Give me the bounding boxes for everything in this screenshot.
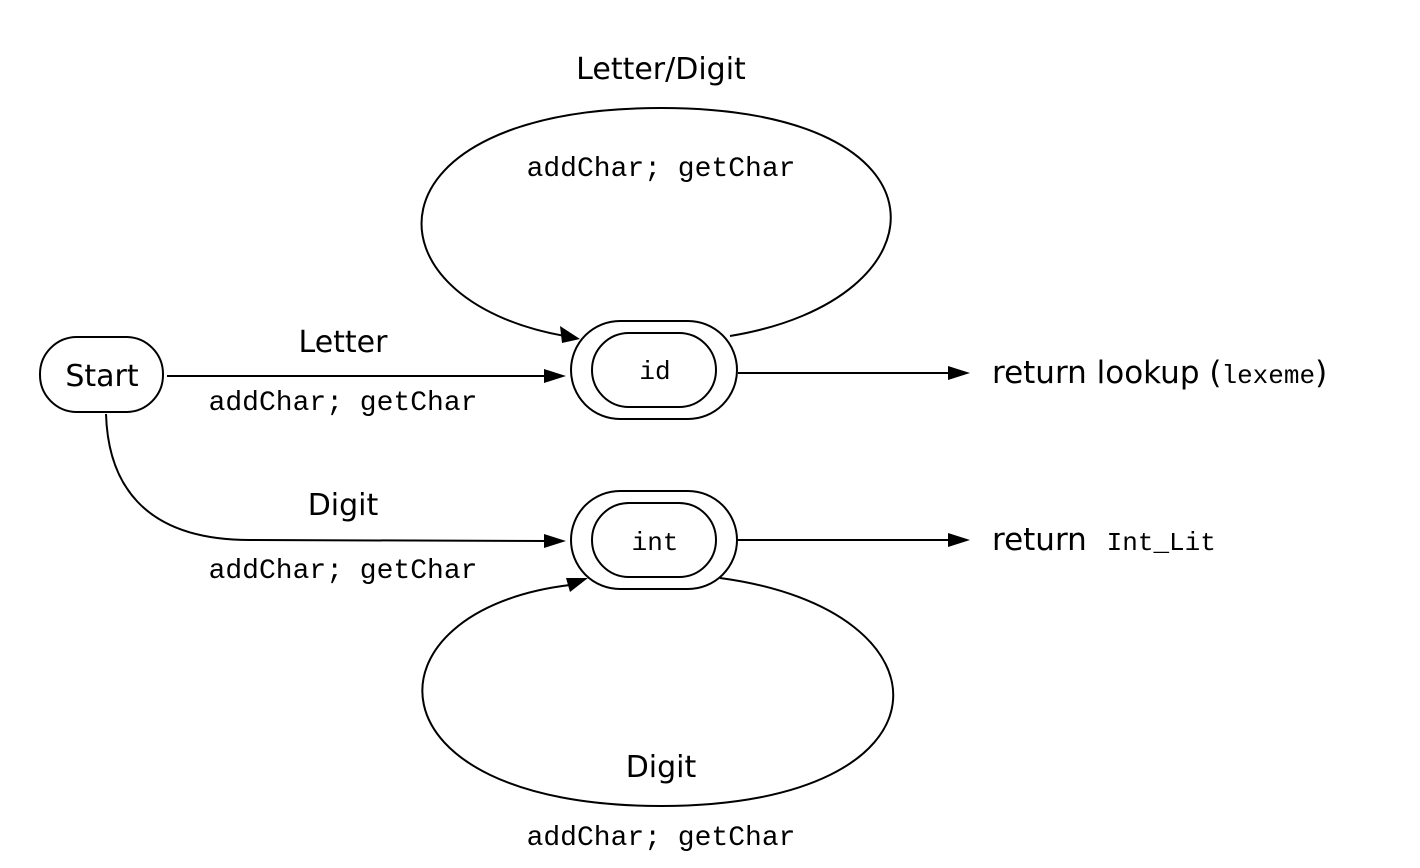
start-to-id-condition-label: Letter — [299, 325, 389, 360]
int-self-loop-arrowhead — [566, 578, 588, 592]
int-loop-condition-label: Digit — [626, 750, 697, 785]
id-loop-action-label: addChar; getChar — [527, 154, 796, 185]
id-return-keyword: return lookup ( — [992, 355, 1221, 391]
start-to-int-edge — [105, 413, 551, 542]
id-return-label: return lookup (lexeme) — [992, 355, 1327, 391]
id-return-close: ) — [1315, 355, 1327, 391]
start-to-int-arrowhead — [544, 534, 566, 548]
id-return-arrowhead — [948, 366, 970, 380]
id-state-inner-ring — [591, 332, 717, 408]
int-return-label: return Int_Lit — [992, 522, 1216, 558]
id-state-label: id — [639, 357, 670, 387]
start-to-int-condition-label: Digit — [308, 488, 379, 523]
int-return-token: Int_Lit — [1107, 528, 1216, 558]
int-state-label: int — [632, 528, 679, 558]
int-return-arrowhead — [948, 533, 970, 547]
int-self-loop-edge — [421, 577, 895, 808]
id-return-arg: lexeme — [1221, 361, 1315, 391]
start-to-int-action-label: addChar; getChar — [209, 556, 478, 587]
id-loop-condition-label: Letter/Digit — [576, 52, 746, 87]
start-state-node — [39, 336, 164, 413]
int-return-keyword: return — [992, 522, 1097, 558]
id-self-loop-arrowhead — [560, 326, 580, 343]
int-loop-action-label: addChar; getChar — [527, 823, 796, 854]
start-to-id-arrowhead — [544, 369, 566, 383]
start-to-id-action-label: addChar; getChar — [209, 388, 478, 419]
start-state-label: Start — [65, 359, 139, 394]
int-state-inner-ring — [591, 502, 717, 578]
id-self-loop-edge — [420, 106, 892, 337]
